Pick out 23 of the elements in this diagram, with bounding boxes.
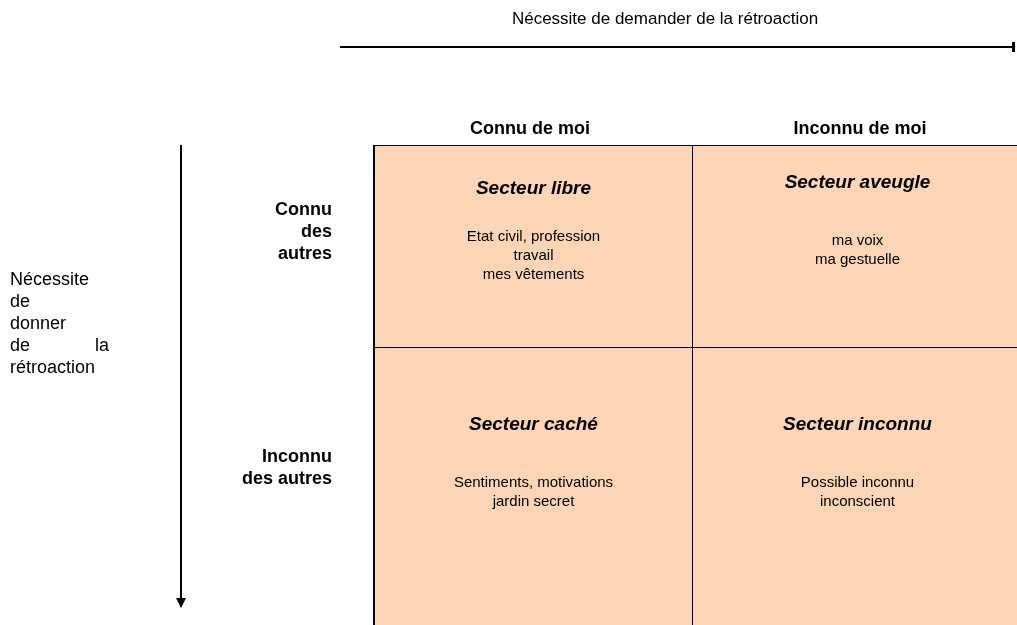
quadrant-text: mes vêtements — [482, 264, 585, 283]
row-header: Connu des autres — [274, 198, 332, 264]
quadrant-text: jardin secret — [492, 491, 575, 510]
quadrant-cell — [692, 145, 1017, 348]
row-header: Inconnu des autres — [240, 445, 332, 489]
column-header: Inconnu de moi — [792, 117, 928, 139]
quadrant-cell — [373, 145, 693, 348]
quadrant-heading: Secteur libre — [475, 176, 592, 200]
quadrant-text: Etat civil, profession — [466, 226, 601, 245]
quadrant-cell — [373, 347, 693, 625]
axis-label: Nécessite de demander de la rétroaction — [510, 8, 820, 30]
quadrant-text: Sentiments, motivations — [453, 472, 614, 491]
quadrant-heading: Secteur caché — [469, 412, 598, 436]
quadrant-heading: Secteur inconnu — [783, 412, 932, 436]
quadrant-text: Possible inconnu — [800, 472, 915, 491]
quadrant-text: inconscient — [819, 491, 895, 510]
axis-label: Nécessite de donner de la rétroaction — [10, 268, 111, 378]
quadrant-text: ma gestuelle — [814, 249, 901, 268]
quadrant-text: travail — [513, 245, 554, 264]
quadrant-text: ma voix — [831, 230, 884, 249]
quadrant-heading: Secteur aveugle — [784, 170, 931, 194]
column-header: Connu de moi — [469, 117, 591, 139]
quadrant-cell — [692, 347, 1017, 625]
